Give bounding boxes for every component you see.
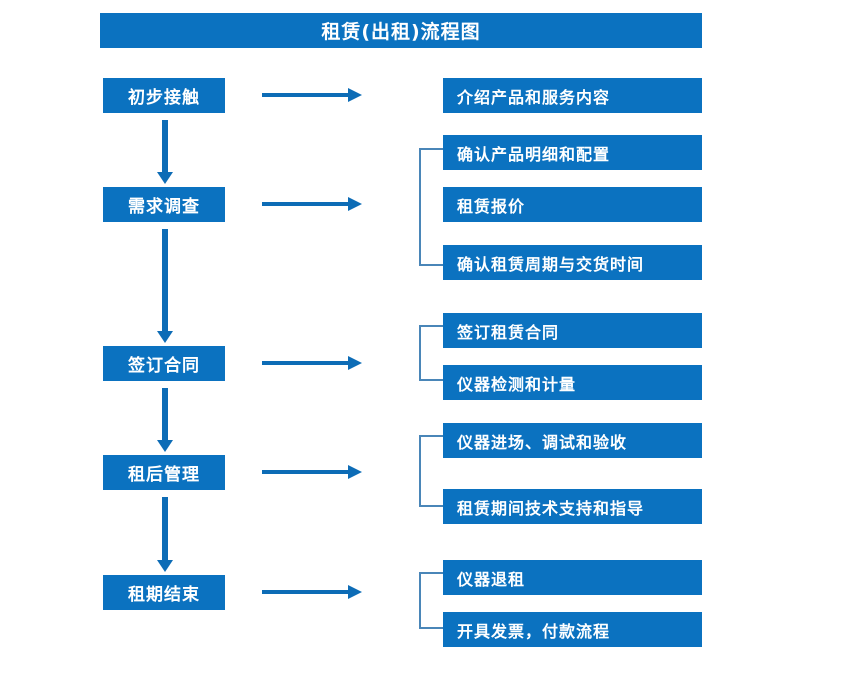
stage-box-initial-contact[interactable]: 初步接触 <box>103 78 225 113</box>
group-bracket-icon-contract <box>419 325 443 381</box>
detail-box-confirm-period-delivery[interactable]: 确认租赁周期与交货时间 <box>443 245 702 280</box>
down-arrow-icon-1 <box>157 120 173 184</box>
detail-box-instrument-return[interactable]: 仪器退租 <box>443 560 702 595</box>
detail-box-introduce-products[interactable]: 介绍产品和服务内容 <box>443 78 702 113</box>
right-arrow-icon-4 <box>262 465 362 479</box>
detail-box-rental-quote[interactable]: 租赁报价 <box>443 187 702 222</box>
group-bracket-icon-rental-end <box>419 572 443 629</box>
right-arrow-icon-2 <box>262 197 362 211</box>
down-arrow-icon-3 <box>157 388 173 452</box>
detail-box-instrument-entry-commissioning[interactable]: 仪器进场、调试和验收 <box>443 423 702 458</box>
detail-box-confirm-product-spec[interactable]: 确认产品明细和配置 <box>443 135 702 170</box>
stage-box-sign-contract[interactable]: 签订合同 <box>103 346 225 381</box>
group-bracket-icon-post-rental <box>419 435 443 507</box>
detail-box-invoice-payment[interactable]: 开具发票，付款流程 <box>443 612 702 647</box>
group-bracket-icon-requirement <box>419 148 443 266</box>
detail-box-instrument-inspection[interactable]: 仪器检测和计量 <box>443 365 702 400</box>
right-arrow-icon-3 <box>262 356 362 370</box>
down-arrow-icon-2 <box>157 229 173 343</box>
right-arrow-icon-5 <box>262 585 362 599</box>
stage-box-requirement-survey[interactable]: 需求调查 <box>103 187 225 222</box>
stage-box-post-rental-management[interactable]: 租后管理 <box>103 455 225 490</box>
flowchart-title: 租赁(出租)流程图 <box>100 13 702 48</box>
down-arrow-icon-4 <box>157 497 173 572</box>
detail-box-sign-rental-contract[interactable]: 签订租赁合同 <box>443 313 702 348</box>
detail-box-technical-support[interactable]: 租赁期间技术支持和指导 <box>443 489 702 524</box>
stage-box-rental-end[interactable]: 租期结束 <box>103 575 225 610</box>
right-arrow-icon-1 <box>262 88 362 102</box>
